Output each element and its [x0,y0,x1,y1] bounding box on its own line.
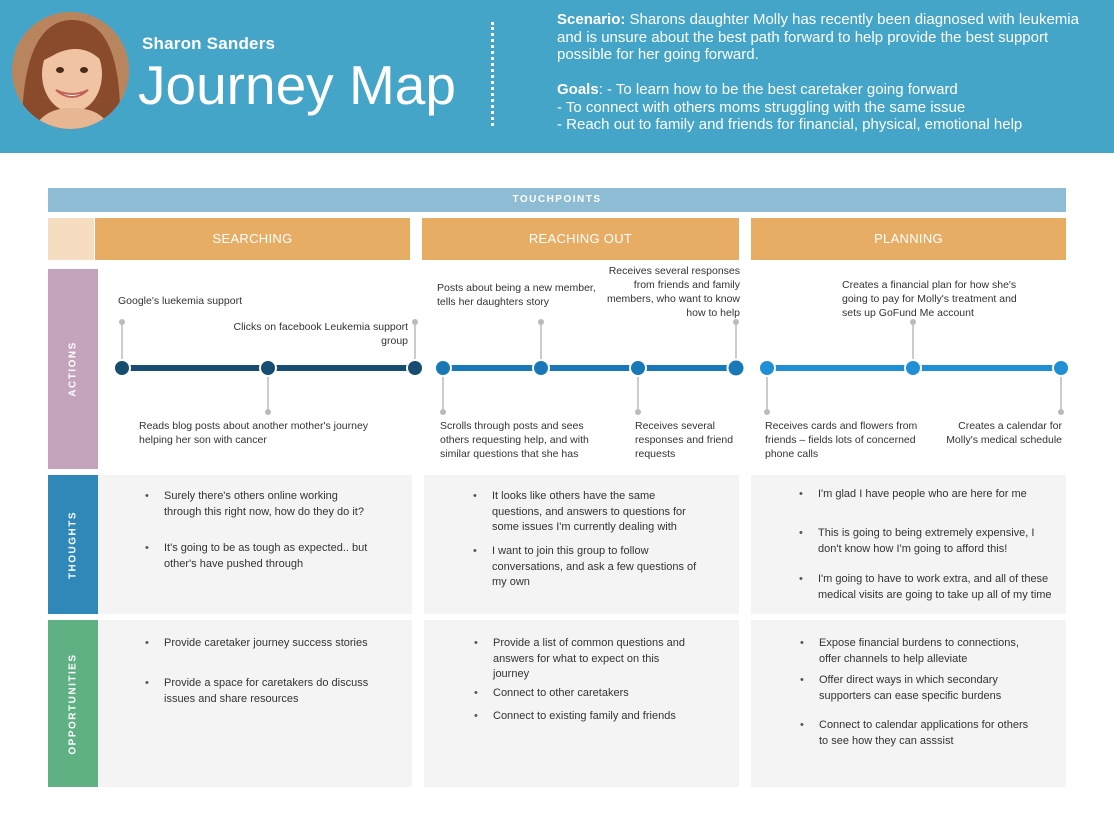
opportunity-item: Connect to existing family and friends [474,709,698,725]
dotted-divider [491,22,494,126]
action-item: Scrolls through posts and sees others re… [440,420,589,460]
goal-item: : - To learn how to be the best caretake… [598,81,958,98]
timeline-node [113,359,131,377]
action-item: Creates a financial plan for how she's g… [842,279,1017,319]
thought-item: This is going to being extremely expensi… [799,526,1058,557]
thought-item: I want to join this group to follow conv… [473,544,702,591]
opportunity-item: Expose financial burdens to connections,… [800,636,1034,667]
timeline-node [532,359,550,377]
timeline-node [1052,359,1070,377]
thought-item: It looks like others have the same quest… [473,489,702,536]
timeline-node [629,359,647,377]
action-item: Clicks on facebook Leukemia support grou… [233,321,408,347]
phase-planning: PLANNING [751,218,1066,260]
timeline-node [259,359,277,377]
row-label-thoughts: THOUGHTS [48,475,98,614]
phase-stub [48,218,94,260]
timeline-node [726,358,746,378]
stem-dot [1058,409,1064,415]
stem-dot [440,409,446,415]
stem-dot [538,319,544,325]
row-label-opportunities: OPPORTUNITIES [48,620,98,787]
scenario-label: Scenario: [557,11,626,28]
stem-dot [635,409,641,415]
action-item: Receives several responses and friend re… [635,420,734,460]
opportunity-item: Provide a list of common questions and a… [474,636,698,683]
scenario-text: Scenario: Sharons daughter Molly has rec… [557,11,1097,64]
avatar [12,12,129,129]
action-item: Receives several responses from friends … [606,265,740,319]
header-banner: Sharon Sanders Journey Map Scenario: Sha… [0,0,1114,153]
opportunity-item: Provide a space for caretakers do discus… [145,676,384,707]
opportunity-item: Offer direct ways in which secondary sup… [800,673,1034,704]
persona-name: Sharon Sanders [142,34,276,53]
action-item: Posts about being a new member, tells he… [437,282,596,308]
goal-item: - Reach out to family and friends for fi… [557,116,1023,133]
thought-item: I'm going to have to work extra, and all… [799,572,1062,603]
opportunity-item: Connect to other caretakers [474,686,698,702]
scenario-body: Sharons daughter Molly has recently been… [557,11,1079,63]
goals-text: Goals: - To learn how to be the best car… [557,81,1097,134]
phase-searching: SEARCHING [95,218,410,260]
phase-reaching-out: REACHING OUT [422,218,739,260]
thought-item: I'm glad I have people who are here for … [799,487,1058,503]
timeline-node [758,359,776,377]
timeline-node [904,359,922,377]
touchpoints-bar: TOUCHPOINTS [48,188,1066,212]
goals-label: Goals [557,81,599,98]
action-item: Creates a calendar for Molly's medical s… [946,420,1062,446]
stem-dot [119,319,125,325]
timeline-node [434,359,452,377]
opportunity-item: Provide caretaker journey success storie… [145,636,384,652]
stem-dot [764,409,770,415]
timeline-node [406,359,424,377]
goal-item: - To connect with others moms struggling… [557,98,966,116]
stem-dot [412,319,418,325]
row-label-actions: ACTIONS [48,269,98,469]
stem-dot [910,319,916,325]
stem-dot [265,409,271,415]
thought-item: Surely there's others online working thr… [145,489,369,520]
action-item: Google's luekemia support [118,295,242,307]
page-title: Journey Map [138,54,456,116]
opportunity-item: Connect to calendar applications for oth… [800,718,1034,749]
stem-dot [733,319,739,325]
action-item: Receives cards and flowers from friends … [765,420,918,460]
thought-item: It's going to be as tough as expected.. … [145,541,369,572]
action-item: Reads blog posts about another mother's … [139,420,369,446]
avatar-portrait-icon [12,12,129,129]
